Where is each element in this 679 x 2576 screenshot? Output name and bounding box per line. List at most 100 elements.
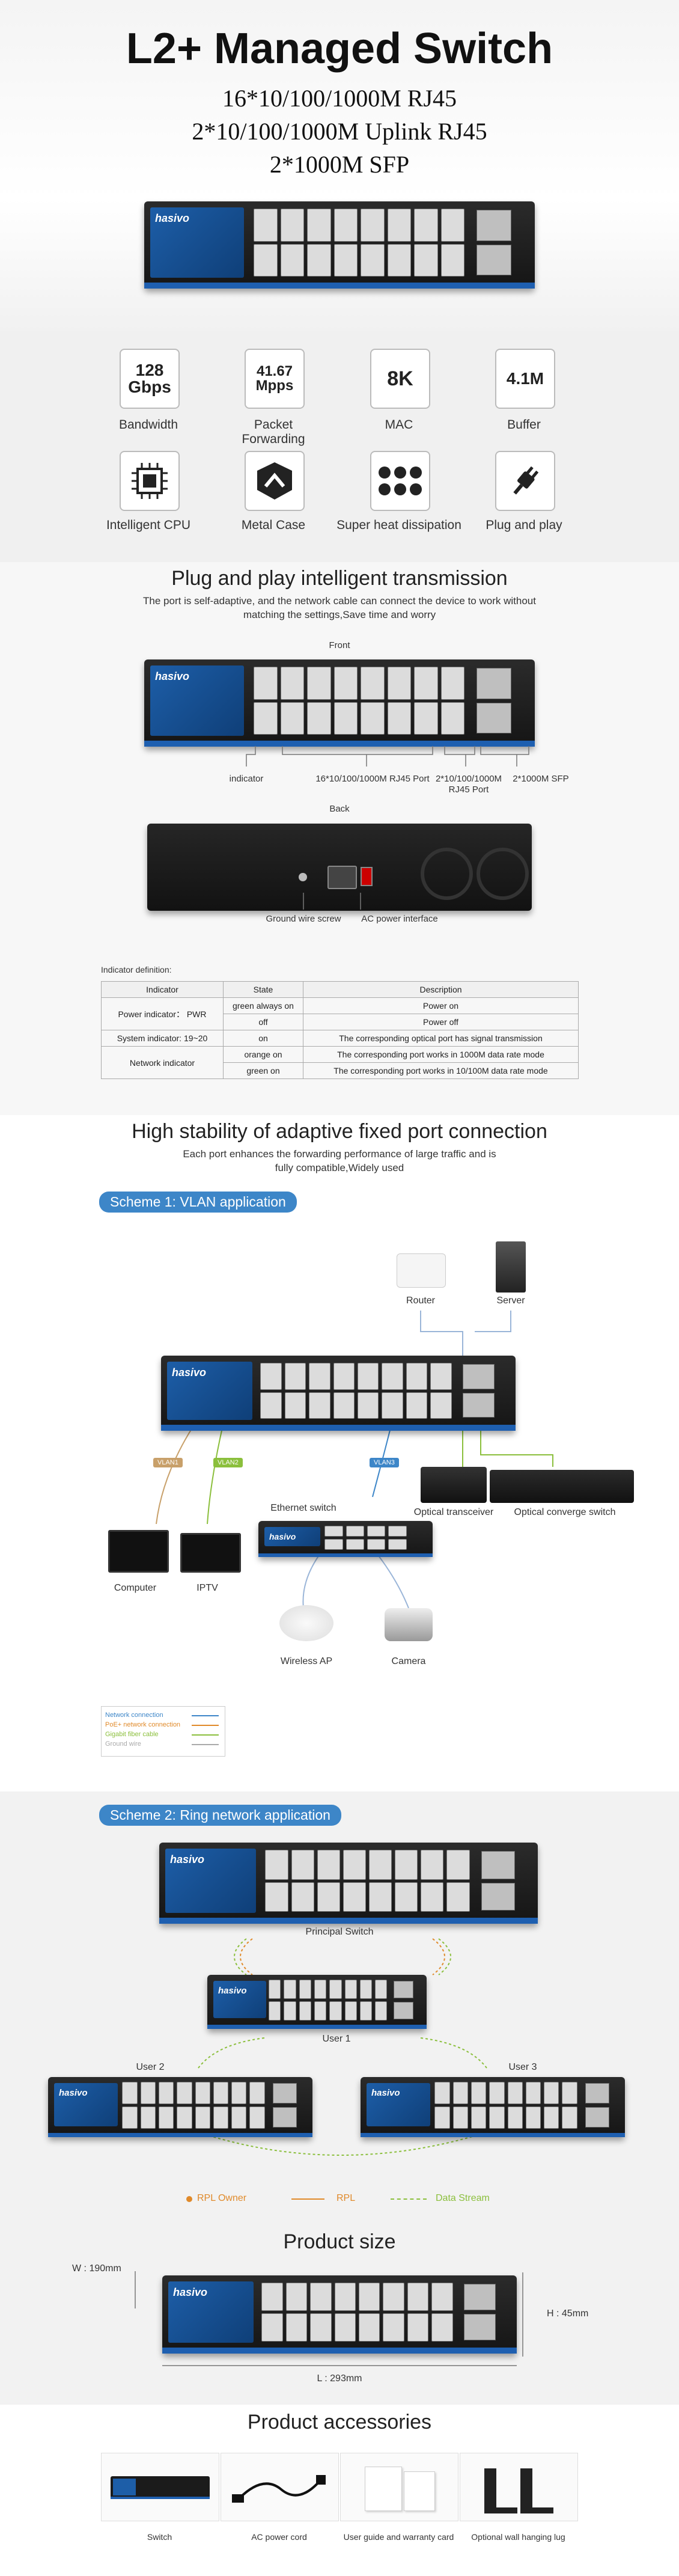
- feature-label-metal-case: Metal Case: [241, 518, 306, 532]
- accessory-power-cord-label: AC power cord: [251, 2532, 307, 2542]
- accessories-section: Product accessories Switch AC power cord…: [0, 2405, 679, 2576]
- ethernet-switch-label: Ethernet switch: [270, 1503, 336, 1513]
- plug-desc-1: The port is self-adaptive, and the netwo…: [143, 595, 536, 607]
- server-label: Server: [496, 1296, 525, 1306]
- length-dimension: L : 293mm: [317, 2373, 362, 2384]
- user2-label: User 2: [136, 2062, 165, 2072]
- stability-desc-2: fully compatible,Widely used: [275, 1162, 404, 1173]
- height-dimension: H : 45mm: [547, 2308, 589, 2319]
- optical-converge-label: Optical converge switch: [514, 1507, 616, 1517]
- computer-image: [108, 1530, 169, 1573]
- plug-title: Plug and play intelligent transmission: [171, 567, 508, 590]
- user2-switch-image: hasivo: [48, 2077, 312, 2137]
- callout-ground-screw: Ground wire screw: [266, 914, 341, 924]
- fans-icon: [370, 451, 430, 511]
- accessory-switch-label: Switch: [147, 2532, 172, 2542]
- scheme1-legend: Network connection PoE+ network connecti…: [101, 1706, 225, 1757]
- table-header: Description: [303, 981, 579, 998]
- stability-section: High stability of adaptive fixed port co…: [0, 1115, 679, 1791]
- accessory-user-guide-label: User guide and warranty card: [343, 2532, 454, 2542]
- rpl-label: RPL: [336, 2193, 356, 2203]
- feature-label-heat: Super heat dissipation: [336, 518, 461, 532]
- scheme2-badge: Scheme 2: Ring network application: [99, 1805, 341, 1826]
- table-header: State: [223, 981, 303, 998]
- size-title: Product size: [283, 2230, 396, 2253]
- hero-switch-image: hasivo: [144, 201, 535, 289]
- iptv-image: [180, 1533, 241, 1573]
- server-icon: [496, 1241, 526, 1293]
- vlan3-tag: VLAN3: [370, 1458, 399, 1467]
- feature-label-cpu: Intelligent CPU: [106, 518, 191, 532]
- principal-switch-image: hasivo: [159, 1843, 538, 1924]
- rpl-owner-label: RPL Owner: [197, 2193, 247, 2203]
- accessories-title: Product accessories: [247, 2411, 432, 2434]
- feature-label-mac: MAC: [385, 418, 413, 432]
- scheme1-links: [156, 1311, 553, 1609]
- optical-converge-image: [490, 1470, 634, 1503]
- plug-and-play-section: Plug and play intelligent transmission T…: [0, 562, 679, 1115]
- dimension-lines: [135, 2271, 523, 2366]
- hero-line-1: 16*10/100/1000M RJ45: [222, 85, 457, 112]
- front-label: Front: [329, 640, 350, 650]
- wireless-ap-label: Wireless AP: [280, 1656, 333, 1666]
- router-label: Router: [406, 1296, 436, 1306]
- plug-icon: [495, 451, 555, 511]
- callout-indicator: indicator: [229, 774, 264, 784]
- principal-switch-label: Principal Switch: [305, 1927, 374, 1937]
- scheme1-badge: Scheme 1: VLAN application: [99, 1192, 297, 1213]
- callout-rj45-port: 16*10/100/1000M RJ45 Port: [315, 774, 430, 784]
- table-header: Indicator: [101, 981, 224, 998]
- iptv-label: IPTV: [196, 1583, 218, 1593]
- back-label: Back: [329, 804, 350, 814]
- accessory-switch-card: [101, 2453, 219, 2521]
- feature-label-bandwidth: Bandwidth: [118, 418, 178, 432]
- product-size-section: Product size hasivo W : 190mm H : 45mm L…: [0, 2224, 679, 2405]
- camera-label: Camera: [391, 1656, 426, 1666]
- router-icon: [397, 1253, 446, 1288]
- user3-switch-image: hasivo: [361, 2077, 625, 2137]
- accessory-wall-lug-card: [460, 2453, 578, 2521]
- front-callout-lines: [246, 746, 529, 766]
- optical-transceiver-image: [421, 1467, 487, 1503]
- user1-label: User 1: [322, 2034, 351, 2044]
- computer-label: Computer: [114, 1583, 157, 1593]
- indicator-definition-title: Indicator definition:: [101, 965, 172, 974]
- metal-case-icon: [245, 451, 305, 511]
- user3-label: User 3: [508, 2062, 537, 2072]
- hero-line-3: 2*1000M SFP: [269, 151, 410, 178]
- mac-icon: 8K: [370, 349, 430, 409]
- accessory-user-guide-card: [340, 2453, 458, 2521]
- ring-links: [198, 1938, 487, 2156]
- rpl-line: [291, 2198, 324, 2200]
- wireless-ap-image: [279, 1605, 333, 1641]
- accessory-power-cord-card: [221, 2453, 339, 2521]
- camera-image: [385, 1608, 433, 1641]
- callout-sfp: 2*1000M SFP: [513, 774, 569, 784]
- cpu-icon: [120, 451, 180, 511]
- vlan1-tag: VLAN1: [153, 1458, 183, 1467]
- callout-ac-power: AC power interface: [361, 914, 438, 924]
- hero-title: L2+ Managed Switch: [126, 25, 553, 73]
- width-dimension: W : 190mm: [72, 2263, 121, 2274]
- scheme1-main-switch: hasivo: [161, 1356, 516, 1431]
- ethernet-switch-image: hasivo: [258, 1521, 433, 1557]
- feature-label-packet: Packet Forwarding: [242, 418, 305, 446]
- stability-title: High stability of adaptive fixed port co…: [132, 1120, 547, 1143]
- hero-section: L2+ Managed Switch 16*10/100/1000M RJ45 …: [0, 0, 679, 331]
- plug-desc-2: matching the settings,Save time and worr…: [243, 609, 436, 620]
- feature-label-plug: Plug and play: [486, 518, 562, 532]
- rpl-owner-marker: [186, 2196, 192, 2202]
- callout-uplink-2: RJ45 Port: [448, 785, 489, 795]
- optical-transceiver-label: Optical transceiver: [413, 1507, 494, 1517]
- data-stream-line: [391, 2198, 427, 2200]
- back-switch-image: [147, 824, 532, 911]
- callout-uplink: 2*10/100/1000M: [435, 774, 502, 784]
- user1-switch-image: hasivo: [207, 1975, 427, 2029]
- feature-label-buffer: Buffer: [507, 418, 541, 432]
